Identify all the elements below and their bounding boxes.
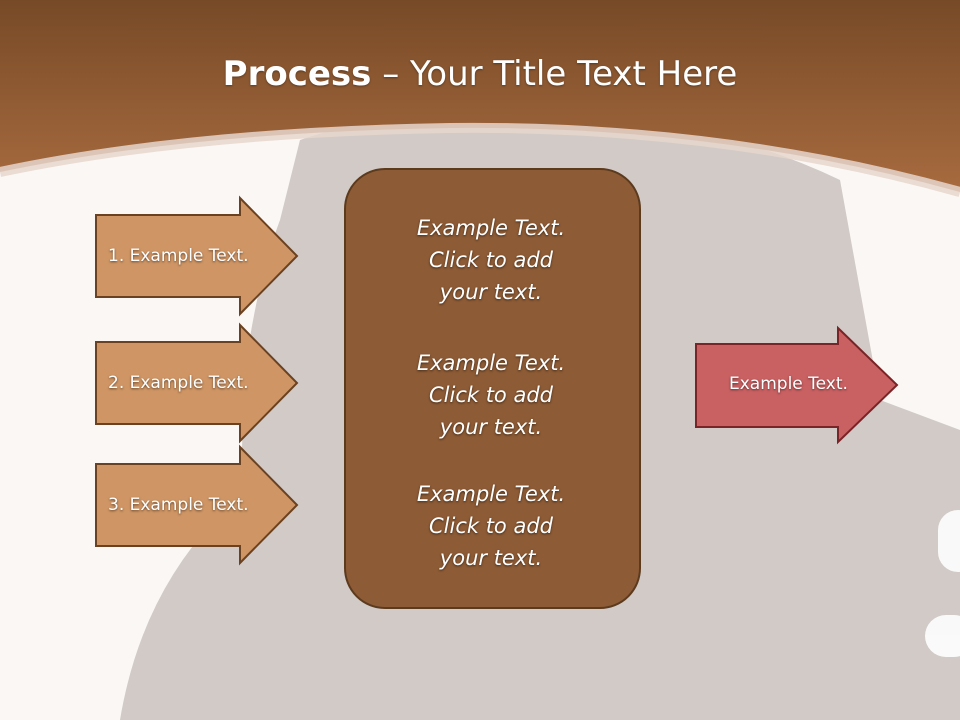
input-arrow-1-label: 1. Example Text. — [108, 246, 249, 266]
paragraph-line: Example Text. — [416, 216, 566, 240]
input-arrow-2[interactable] — [95, 322, 299, 444]
output-arrow-label: Example Text. — [729, 374, 848, 394]
input-arrow-1[interactable] — [95, 195, 299, 317]
paragraph-line: Click to add — [428, 248, 553, 272]
paragraph-line: Example Text. — [416, 351, 566, 375]
paragraph-line: your text. — [439, 415, 543, 439]
input-arrow-2-label: 2. Example Text. — [108, 373, 249, 393]
title-bold: Process — [222, 54, 372, 94]
paragraph-line: your text. — [439, 280, 543, 304]
paragraph-line: Click to add — [428, 383, 553, 407]
center-box[interactable] — [344, 168, 641, 609]
paragraph-line: your text. — [439, 546, 543, 570]
center-paragraph-1: Example Text. Click to add your text. — [360, 212, 622, 308]
center-paragraph-2: Example Text. Click to add your text. — [360, 347, 622, 443]
paragraph-line: Example Text. — [416, 482, 566, 506]
title-rest: Your Title Text Here — [410, 54, 738, 94]
header-band — [0, 0, 960, 192]
center-paragraph-3: Example Text. Click to add your text. — [360, 478, 622, 574]
input-arrow-3[interactable] — [95, 444, 299, 566]
header-curve-highlight — [0, 122, 960, 197]
output-arrow[interactable] — [695, 325, 899, 445]
title-dash: – — [371, 54, 411, 94]
chair-back — [925, 510, 960, 657]
input-arrow-3-label: 3. Example Text. — [108, 495, 249, 515]
slide-title: Process – Your Title Text Here — [0, 52, 960, 96]
paragraph-line: Click to add — [428, 514, 553, 538]
